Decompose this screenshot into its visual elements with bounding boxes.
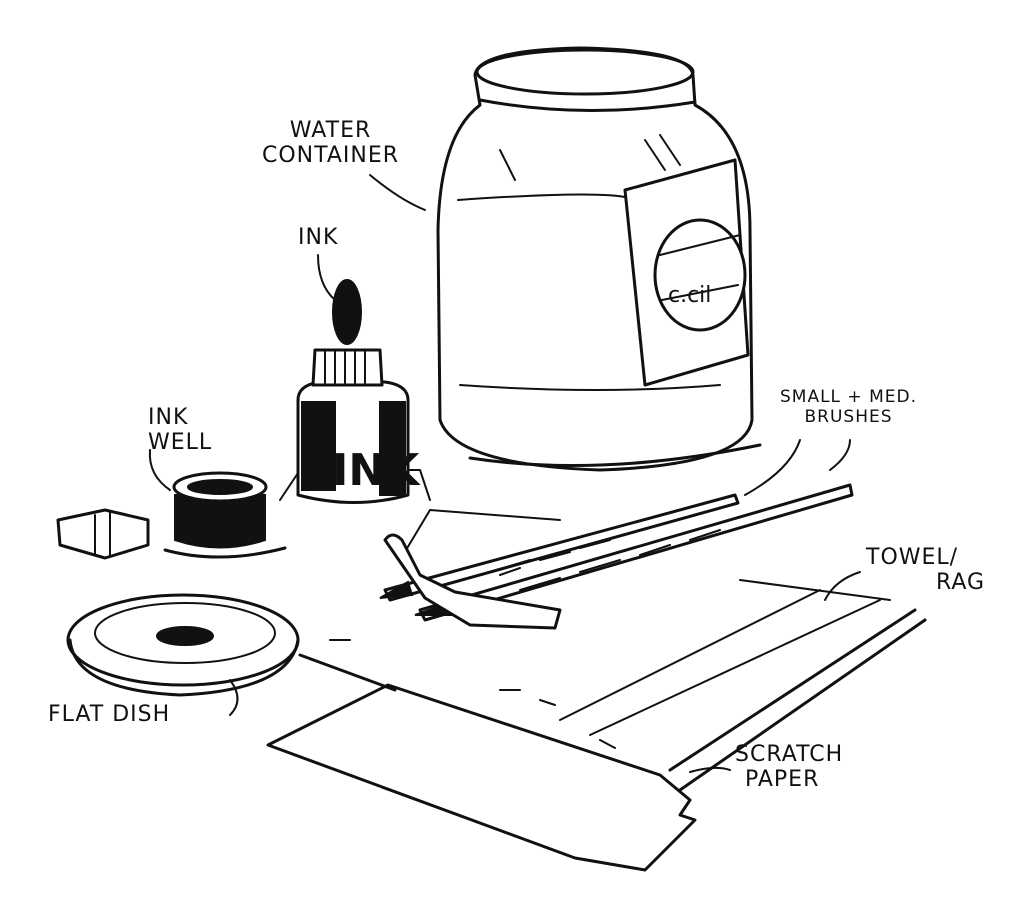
ink-well-label: Ink Well	[148, 405, 212, 456]
ink-well-leader	[148, 449, 171, 491]
water-container-label: Water Container	[262, 118, 399, 169]
ink-well-cap	[56, 508, 150, 560]
brushes-label-line2: Brushes	[804, 406, 893, 427]
ink-bottle: INK	[296, 279, 421, 504]
brushes	[379, 483, 854, 630]
ink-bottle-text: INK	[332, 445, 421, 496]
ink-label: Ink	[298, 225, 338, 250]
scratch-paper-label-line2: Paper	[745, 767, 820, 793]
ink-leader	[317, 254, 336, 301]
flat-dish-leader	[229, 679, 239, 716]
brushes-label-line1: Small + Med.	[780, 387, 917, 407]
brushes-label: Small + Med. Brushes	[780, 387, 917, 427]
scratch-paper-label-line1: Scratch	[735, 742, 844, 767]
scratch-paper-label: Scratch Paper	[735, 742, 843, 793]
jar-label-text: c.cil	[668, 283, 711, 308]
ink-label-text: Ink	[298, 225, 339, 250]
scratch-paper	[266, 683, 697, 872]
flat-dish-label-text: Flat Dish	[48, 702, 171, 727]
brushes-leader-2	[829, 439, 851, 471]
towel-rag-label: Towel/ Rag	[866, 545, 985, 596]
towel-rag	[279, 469, 927, 792]
leader-lines	[148, 174, 861, 773]
towel-rag-label-line1: Towel/	[866, 545, 959, 570]
water-container-leader	[369, 174, 426, 211]
water-container: c.cil	[436, 46, 762, 472]
ink-well	[163, 471, 287, 559]
ink-well-label-line2: Well	[148, 430, 213, 456]
flat-dish	[66, 593, 300, 697]
towel-leader	[824, 571, 861, 601]
water-container-label-line2: Container	[262, 143, 400, 169]
towel-rag-label-line2: Rag	[936, 570, 986, 596]
flat-dish-label: Flat Dish	[48, 702, 170, 727]
brushes-leader-1	[744, 439, 801, 496]
ink-well-label-line1: Ink	[148, 405, 189, 430]
water-container-label-line1: Water	[289, 118, 372, 143]
scratch-paper-leader	[689, 766, 731, 773]
